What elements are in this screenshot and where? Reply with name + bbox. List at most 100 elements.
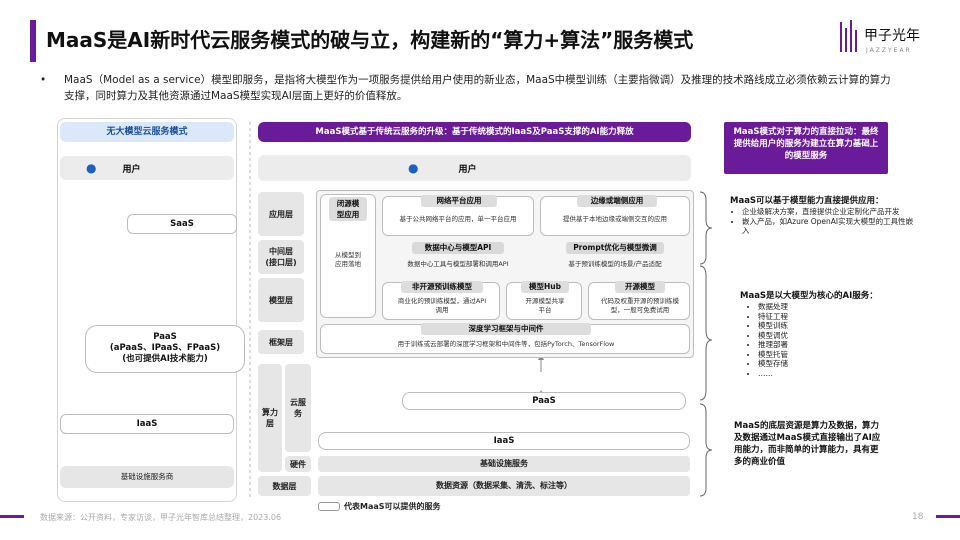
- prompt-desc: 基于预训练模型的场景/产品适配: [568, 260, 662, 268]
- open-source-desc: 代码及权重开源的预训练模 型，一般可免费试用: [591, 297, 689, 315]
- layer-cloud-l2: 务: [294, 409, 302, 418]
- layer-middle-l2: (接口层): [265, 258, 297, 267]
- brace-1: [699, 191, 713, 265]
- layer-middle: 中间层 (接口层): [258, 240, 304, 274]
- brand-logo-icon: 甲子光年 JAZZYEAR: [840, 20, 920, 54]
- prompt-box: Prompt优化与模型微调 基于预训练模型的场景/产品适配: [540, 242, 690, 272]
- layer-middle-l1: 中间层: [269, 247, 293, 256]
- middle-iaas-box: IaaS: [318, 432, 690, 450]
- layer-app: 应用层: [258, 192, 304, 236]
- closed-title-l2: 型应用: [336, 210, 360, 219]
- left-panel: [57, 118, 237, 502]
- dl-framework-title: 深度学习框架与中间件: [421, 323, 591, 335]
- note-2-item: 推理部署: [758, 340, 900, 350]
- left-user-label: 用户: [122, 164, 141, 175]
- data-center-desc: 数据中心工具与模型部署和调用API: [407, 260, 509, 268]
- paas-line-2: (aPaaS、IPaaS、FPaaS): [109, 343, 221, 353]
- middle-paas-box: PaaS: [402, 392, 686, 410]
- open-source-desc-l1: 代码及权重开源的预训练模: [601, 297, 679, 305]
- note-1-list: 企业级解决方案，直接提供企业定制化产品开发 嵌入产品，如Azure OpenAI…: [730, 207, 914, 236]
- open-source-desc-l2: 型，一般可免费试用: [610, 306, 670, 314]
- paas-line-1: PaaS: [153, 332, 177, 342]
- closed-model-title: 闭源模 型应用: [329, 197, 367, 221]
- middle-panel-header: MaaS模式基于传统云服务的升级：基于传统模式的IaaS及PaaS支撑的AI能力…: [258, 122, 691, 142]
- note-2-item: 模型托管: [758, 350, 900, 360]
- legend-label: 代表MaaS可以提供的服务: [344, 502, 441, 511]
- note-2-item: 模型训练: [758, 321, 900, 331]
- model-hub-title: 模型Hub: [521, 281, 569, 293]
- model-hub-desc-l1: 开源模型共享: [525, 297, 565, 305]
- closed-model-desc: 从模型到 应用落地: [323, 251, 373, 269]
- brace-2: [699, 265, 713, 401]
- layer-framework: 框架层: [258, 330, 304, 354]
- paas-line-3: (也可提供AI技术能力): [122, 354, 208, 364]
- layer-model: 模型层: [258, 278, 304, 322]
- middle-user-label: 用户: [458, 164, 477, 175]
- footer-accent-left: [0, 515, 24, 518]
- layer-compute-l1: 算力: [262, 408, 278, 417]
- closed-title-l1: 闭源模: [336, 199, 360, 208]
- data-center-box: 数据中心与模型API 数据中心工具与模型部署和调用API: [382, 242, 534, 272]
- title-accent-bar: [30, 20, 36, 62]
- legend-swatch: [318, 502, 340, 511]
- note-2-item: 模型调优: [758, 331, 900, 341]
- left-panel-header: 无大模型云服务模式: [60, 122, 234, 142]
- note-2-item: 数据处理: [758, 302, 900, 312]
- edge-app-box: 边缘或端侧应用 提供基于本地边缘或端侧交互的应用: [540, 195, 690, 236]
- edge-app-desc: 提供基于本地边缘或端侧交互的应用: [563, 215, 667, 223]
- left-paas-box: PaaS (aPaaS、IPaaS、FPaaS) (也可提供AI技术能力): [85, 325, 245, 373]
- closed-model-box: 闭源模 型应用 从模型到 应用落地: [320, 194, 376, 318]
- left-user-bar: ● 用户: [60, 156, 234, 180]
- data-center-title: 数据中心与模型API: [412, 242, 504, 254]
- page-title: MaaS是AI新时代云服务模式的破与立，构建新的“算力+算法”服务模式: [46, 28, 694, 52]
- middle-user-bar: ● 用户: [258, 155, 691, 181]
- logo-text: 甲子光年: [864, 28, 920, 44]
- open-source-title: 开源模型: [615, 281, 665, 293]
- note-2-item: 模型存储: [758, 359, 900, 369]
- right-note-2: MaaS是以大模型为核心的AI服务： 数据处理 特征工程 模型训练 模型调优 推…: [740, 291, 900, 378]
- infra-service-box: 基础设施服务: [318, 456, 690, 472]
- dl-framework-desc: 用于训练或云部署的深度学习框架和中间件等，包括PyTorch、TensorFlo…: [397, 340, 615, 348]
- network-app-box: 网络平台应用 基于公共网络平台的应用，单一平台应用: [382, 195, 534, 236]
- layer-compute-l2: 层: [266, 419, 274, 428]
- layer-hardware: 硬件: [285, 456, 311, 472]
- user-icon: ●: [408, 161, 419, 175]
- note-1-item: 企业级解决方案，直接提供企业定制化产品开发: [742, 207, 914, 217]
- user-icon: ●: [86, 161, 97, 175]
- footer-accent-right: [936, 515, 960, 518]
- closed-desc-l2: 应用落地: [335, 260, 361, 268]
- prompt-title: Prompt优化与模型微调: [566, 242, 664, 254]
- note-2-item: ……: [758, 369, 900, 379]
- network-app-desc: 基于公共网络平台的应用，单一平台应用: [399, 215, 517, 223]
- data-resources-box: 数据资源（数据采集、清洗、标注等）: [318, 476, 690, 496]
- right-note-1: MaaS可以基于模型能力直接提供应用： 企业级解决方案，直接提供企业定制化产品开…: [730, 196, 914, 236]
- layer-cloud: 云服 务: [285, 364, 311, 452]
- layer-cloud-l1: 云服: [290, 398, 306, 407]
- layer-compute: 算力 层: [258, 364, 282, 472]
- brace-3: [699, 403, 713, 497]
- non-open-title: 非开源预训练模型: [401, 281, 483, 293]
- model-hub-box: 模型Hub 开源模型共享 平台: [506, 281, 582, 320]
- note-2-item: 特征工程: [758, 312, 900, 322]
- bullet-dot: •: [40, 74, 47, 86]
- model-hub-desc-l2: 平台: [538, 306, 552, 314]
- network-app-title: 网络平台应用: [421, 195, 497, 207]
- dl-framework-box: 深度学习框架与中间件 用于训练或云部署的深度学习框架和中间件等，包括PyTorc…: [320, 323, 690, 354]
- footer-source: 数据来源：公开资料，专家访谈，甲子光年智库总结整理，2023.06: [40, 513, 282, 522]
- non-open-desc: 商业化的预训练模型，通过API 调用: [385, 297, 499, 315]
- logo-subtext: JAZZYEAR: [865, 47, 912, 54]
- intro-text: MaaS（Model as a service）模型即服务，是指将大模型作为一项…: [64, 74, 891, 102]
- right-note-3: MaaS的底层资源是算力及数据，算力及数据通过MaaS模式直接输出了AI应用能力…: [734, 421, 881, 467]
- non-open-desc-l2: 调用: [435, 306, 449, 314]
- left-infra-box: 基础设施服务商: [60, 466, 234, 488]
- model-hub-desc: 开源模型共享 平台: [509, 297, 581, 315]
- brand-logo: 甲子光年 JAZZYEAR: [838, 18, 934, 58]
- edge-app-title: 边缘或端侧应用: [577, 195, 657, 207]
- right-panel-header: MaaS模式对于算力的直接拉动：最终提供给用户的服务为建立在算力基础上的模型服务: [724, 122, 888, 174]
- intro-paragraph: • MaaS（Model as a service）模型即服务，是指将大模型作为…: [40, 72, 900, 104]
- note-2-list: 数据处理 特征工程 模型训练 模型调优 推理部署 模型托管 模型存储 ……: [740, 302, 900, 378]
- layer-data: 数据层: [258, 476, 311, 496]
- non-open-model-box: 非开源预训练模型 商业化的预训练模型，通过API 调用: [382, 281, 500, 320]
- non-open-desc-l1: 商业化的预训练模型，通过API: [397, 297, 487, 305]
